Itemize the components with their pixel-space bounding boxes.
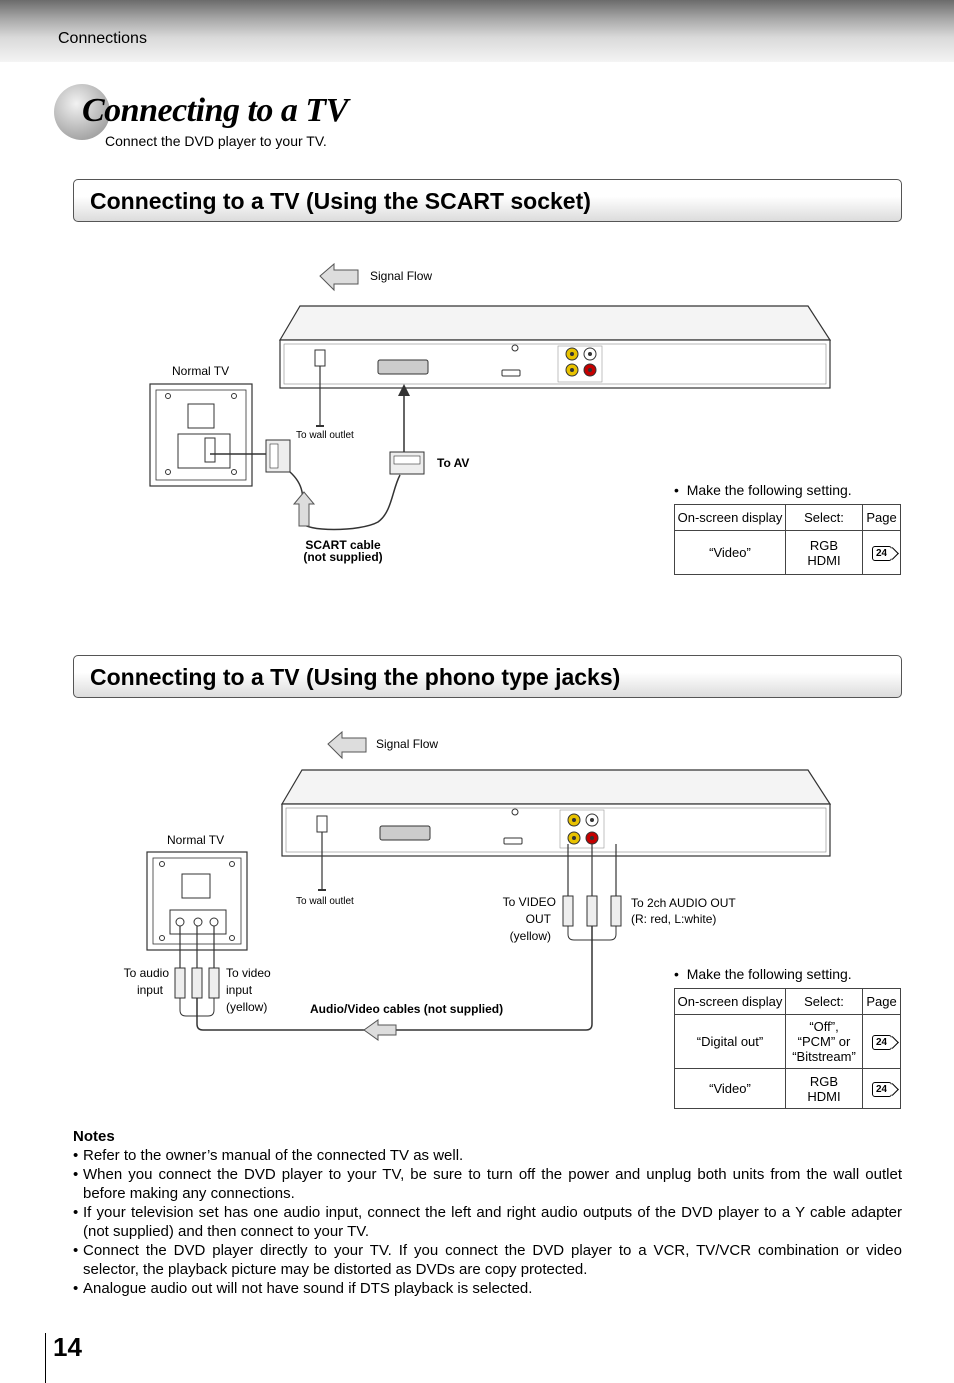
notes-list: Refer to the owner’s manual of the conne… [73,1146,902,1298]
video-out-label: To VIDEO [503,895,556,909]
col-header-display: On-screen display [674,988,786,1015]
settings-table-phono: On-screen display Select: Page “Digital … [674,988,901,1109]
cell-select-line: RGB [809,1073,839,1089]
scart-connection-diagram: Signal Flow To wall outlet Normal TV [149,262,832,564]
page-number-divider [45,1333,46,1383]
cell-select-line: RGB [809,537,839,553]
normal-tv-icon [149,383,253,487]
section-heading-phono-text: Connecting to a TV (Using the phono type… [90,664,621,690]
signal-flow-arrow-icon [319,262,359,292]
cable-flow-arrow-icon [363,1019,397,1041]
signal-flow-arrow-icon [327,730,367,760]
page-ref-icon: 24 [871,1082,892,1097]
cell-display: “Digital out” [674,1014,786,1069]
cell-select-line: “Off”, [809,1019,839,1034]
signal-flow-label: Signal Flow [376,737,438,751]
video-out-label-3: (yellow) [510,929,551,943]
cell-select: RGB HDMI [785,530,863,575]
setting-note-scart: • Make the following setting. [674,482,852,498]
title-decoration-circle [54,84,110,140]
wall-outlet-label: To wall outlet [296,896,354,907]
col-header-select: Select: [785,988,863,1015]
audio-in-label-2: input [137,983,164,997]
cell-page: 24 [862,1014,901,1069]
cell-select: “Off”, “PCM” or “Bitstream” [785,1014,863,1069]
col-header-page: Page [862,988,901,1015]
scart-cable-arrow-icon [292,491,316,527]
video-out-label-2: OUT [526,912,552,926]
notes-section: Notes Refer to the owner’s manual of the… [73,1127,902,1298]
cell-page: 24 [862,530,901,575]
audio-in-label: To audio [124,966,170,980]
section-heading-phono: Connecting to a TV (Using the phono type… [73,655,902,698]
video-in-label-2: input [226,983,253,997]
tv-label: Normal TV [172,364,229,378]
tv-label: Normal TV [167,833,224,847]
audio-out-label-2: (R: red, L:white) [631,912,716,926]
notes-title: Notes [73,1128,115,1145]
note-item: If your television set has one audio inp… [73,1203,902,1241]
cell-page: 24 [862,1068,901,1109]
note-item: Connect the DVD player directly to your … [73,1241,902,1279]
cell-select-line: HDMI [807,552,841,568]
page-title: Connecting to a TV [82,92,348,129]
section-heading-scart-text: Connecting to a TV (Using the SCART sock… [90,188,591,214]
cell-select: RGB HDMI [785,1068,863,1109]
dvd-player-rear [278,305,832,389]
settings-table-scart: On-screen display Select: Page “Video” R… [674,504,901,575]
col-header-page: Page [862,504,901,531]
page-number: 14 [53,1332,82,1362]
scart-plug-player-icon [389,451,425,475]
to-av-label: To AV [437,456,469,470]
audio-out-label: To 2ch AUDIO OUT [631,896,736,910]
header-bar: Connections [0,0,954,62]
setting-note-phono-text: Make the following setting. [686,966,852,982]
col-header-select: Select: [785,504,863,531]
player-side-rca-plugs-icon [562,844,622,927]
video-in-label-3: (yellow) [226,1000,267,1014]
cell-select-line: “PCM” or [797,1034,851,1049]
scart-cable-note: (not supplied) [303,550,382,564]
cell-select-line: “Bitstream” [792,1049,856,1064]
scart-plug-tv-icon [265,439,291,473]
signal-flow-label: Signal Flow [370,269,432,283]
setting-note-scart-text: Make the following setting. [686,482,852,498]
note-item: Analogue audio out will not have sound i… [73,1279,902,1298]
scart-cable-label: SCART cable [305,538,381,552]
col-header-display: On-screen display [674,504,786,531]
cell-select-line: HDMI [807,1088,841,1104]
phono-connection-diagram: Signal Flow To wall outlet Normal TV [124,730,832,1041]
video-in-label: To video [226,966,271,980]
section-heading-scart: Connecting to a TV (Using the SCART sock… [73,179,902,222]
cell-display: “Video” [674,530,786,575]
av-cables-label: Audio/Video cables (not supplied) [310,1002,503,1016]
setting-note-phono: • Make the following setting. [674,966,852,982]
cell-display: “Video” [674,1068,786,1109]
note-item: Refer to the owner’s manual of the conne… [73,1146,902,1165]
dvd-player-rear [280,769,832,857]
header-section-label: Connections [58,30,147,47]
page-ref-icon: 24 [871,546,892,561]
page-ref-icon: 24 [871,1035,892,1050]
page-subtitle: Connect the DVD player to your TV. [105,133,327,149]
wall-outlet-label: To wall outlet [296,430,354,441]
note-item: When you connect the DVD player to your … [73,1165,902,1203]
